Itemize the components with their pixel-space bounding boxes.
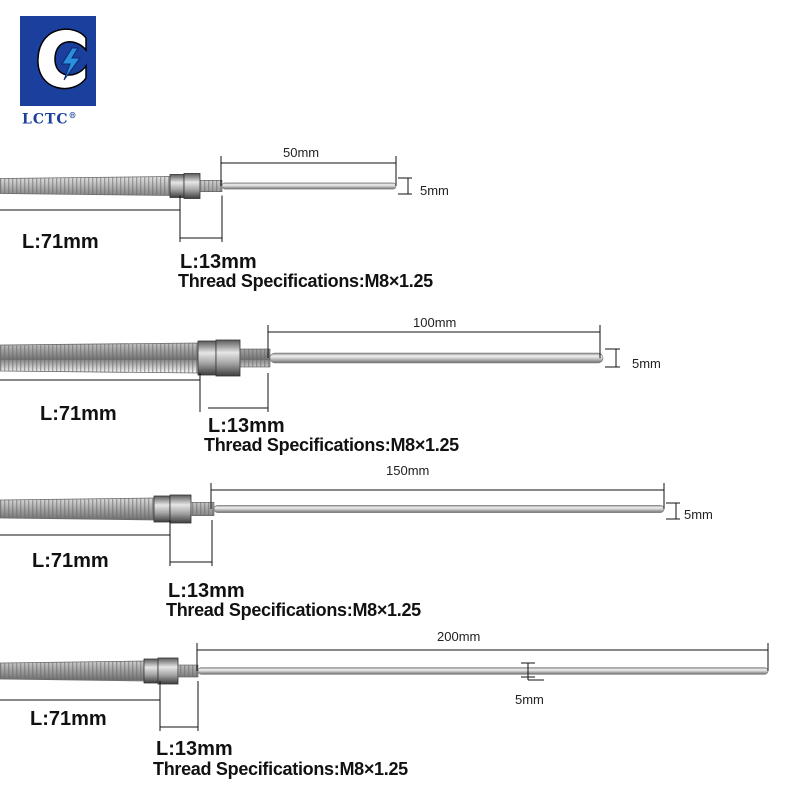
thread-section <box>177 664 199 678</box>
thread-length-label: L:13mm <box>208 415 285 437</box>
thread-spec-label: Thread Specifications:M8×1.25 <box>166 600 421 620</box>
thread-section <box>199 180 223 193</box>
cable-length-label: L:71mm <box>30 708 107 730</box>
thread-spec-label: Thread Specifications:M8×1.25 <box>153 759 408 779</box>
probe-shaft <box>221 182 397 190</box>
hex-nut <box>215 339 241 377</box>
brand-name: LCTC® <box>22 110 78 128</box>
hex-nut <box>143 658 159 684</box>
probe-shaft <box>269 352 604 364</box>
lctc-logo <box>20 16 96 106</box>
hex-nut <box>153 495 171 523</box>
probe-length-label: 150mm <box>386 463 430 478</box>
thread-spec-label: Thread Specifications:M8×1.25 <box>204 435 459 455</box>
logo-letter-c <box>37 28 87 90</box>
cable-length-label: L:71mm <box>32 550 109 572</box>
cable-length-label: L:71mm <box>22 231 99 253</box>
hex-nut <box>169 494 192 524</box>
diameter-label: 5mm <box>420 183 449 198</box>
spring-cable <box>0 342 199 374</box>
spring-cable <box>0 176 171 196</box>
diameter-label: 5mm <box>684 507 713 522</box>
hex-nut <box>157 657 179 685</box>
thread-length-label: L:13mm <box>156 738 233 760</box>
thread-length-label: L:13mm <box>180 251 257 273</box>
thread-spec-label: Thread Specifications:M8×1.25 <box>178 271 433 291</box>
probe-length-label: 200mm <box>437 629 481 644</box>
hex-nut <box>197 340 217 376</box>
probe-shaft <box>213 505 665 513</box>
lightning-icon <box>61 47 81 81</box>
probe-shaft <box>197 667 769 675</box>
spring-cable <box>0 497 155 521</box>
hex-nut <box>183 173 201 199</box>
cable-length-label: L:71mm <box>40 403 117 425</box>
hex-nut <box>169 174 185 198</box>
spring-cable <box>0 660 145 682</box>
diameter-label: 5mm <box>515 692 544 707</box>
thread-section <box>239 348 271 368</box>
diameter-label: 5mm <box>632 356 661 371</box>
brand-name-text: LCTC <box>22 111 69 128</box>
thread-length-label: L:13mm <box>168 580 245 602</box>
probe-length-label: 100mm <box>413 315 457 330</box>
probe-length-label: 50mm <box>283 145 320 160</box>
registered-mark: ® <box>68 110 78 120</box>
